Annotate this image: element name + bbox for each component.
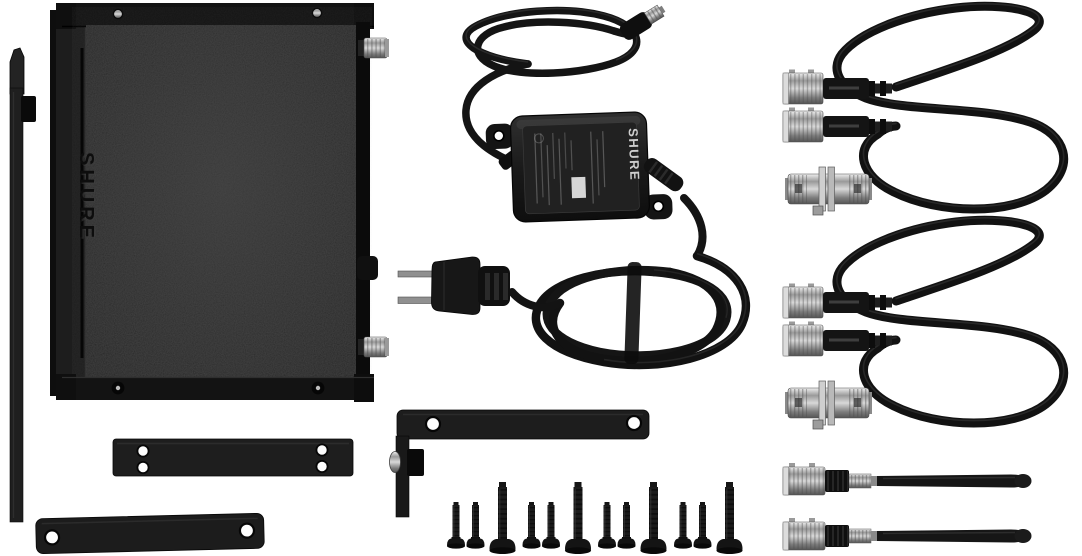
bracket-screw-hole bbox=[424, 415, 442, 433]
plug-prong bbox=[397, 296, 437, 304]
receiver-panel-slot bbox=[80, 48, 84, 358]
receiver-brand-logo: SHURE SHURE bbox=[75, 152, 99, 244]
bracket-screw-hole bbox=[625, 414, 643, 432]
power-adapter-assembly: SHURE bbox=[397, 4, 751, 370]
adapter-ear-hole bbox=[652, 200, 665, 213]
cable-tie-wrap bbox=[624, 261, 642, 365]
link-plate bbox=[112, 438, 354, 477]
chassis-screw bbox=[112, 8, 124, 20]
rack-bracket-short bbox=[389, 409, 650, 518]
plate-hole bbox=[315, 459, 329, 473]
cert-mark-icon bbox=[533, 133, 544, 144]
bracket-screw-hole bbox=[43, 529, 61, 546]
receiver-rear-stub bbox=[357, 256, 378, 280]
bracket-clip-tab bbox=[21, 96, 36, 122]
bracket-stud bbox=[389, 451, 401, 473]
rack-bracket-long bbox=[9, 47, 265, 555]
plate-hole bbox=[136, 444, 150, 458]
receiver-brand-logo-highlight: SHURE bbox=[77, 154, 99, 244]
adapter-ear-hole bbox=[493, 130, 505, 142]
plug-prong bbox=[397, 270, 437, 278]
plate-hole bbox=[136, 460, 150, 474]
bracket-blade-tip bbox=[9, 47, 25, 95]
adapter-cord-exit bbox=[643, 158, 684, 192]
dc-barrel-plug bbox=[619, 4, 666, 40]
receiver-brand-logo-text: SHURE bbox=[75, 152, 97, 242]
adapter-label: SHURE bbox=[522, 121, 643, 215]
receiver-unit: SHURE SHURE bbox=[50, 3, 389, 402]
receiver-bnc-jack-top bbox=[358, 37, 389, 59]
ac-cord-coil bbox=[508, 251, 751, 370]
receiver-bnc-jack-bottom bbox=[358, 336, 389, 358]
bracket-screw-hole bbox=[238, 522, 256, 539]
adapter-brand-logo-text: SHURE bbox=[626, 128, 643, 182]
chassis-screw bbox=[311, 7, 323, 19]
label-barcode-patch bbox=[571, 176, 587, 199]
receiver-top-rail bbox=[62, 3, 374, 27]
bracket-clip-tab bbox=[407, 449, 424, 476]
power-plug bbox=[397, 256, 510, 315]
plate-hole bbox=[315, 443, 329, 457]
receiver-bottom-rail bbox=[62, 377, 374, 400]
power-adapter: SHURE bbox=[485, 111, 684, 223]
